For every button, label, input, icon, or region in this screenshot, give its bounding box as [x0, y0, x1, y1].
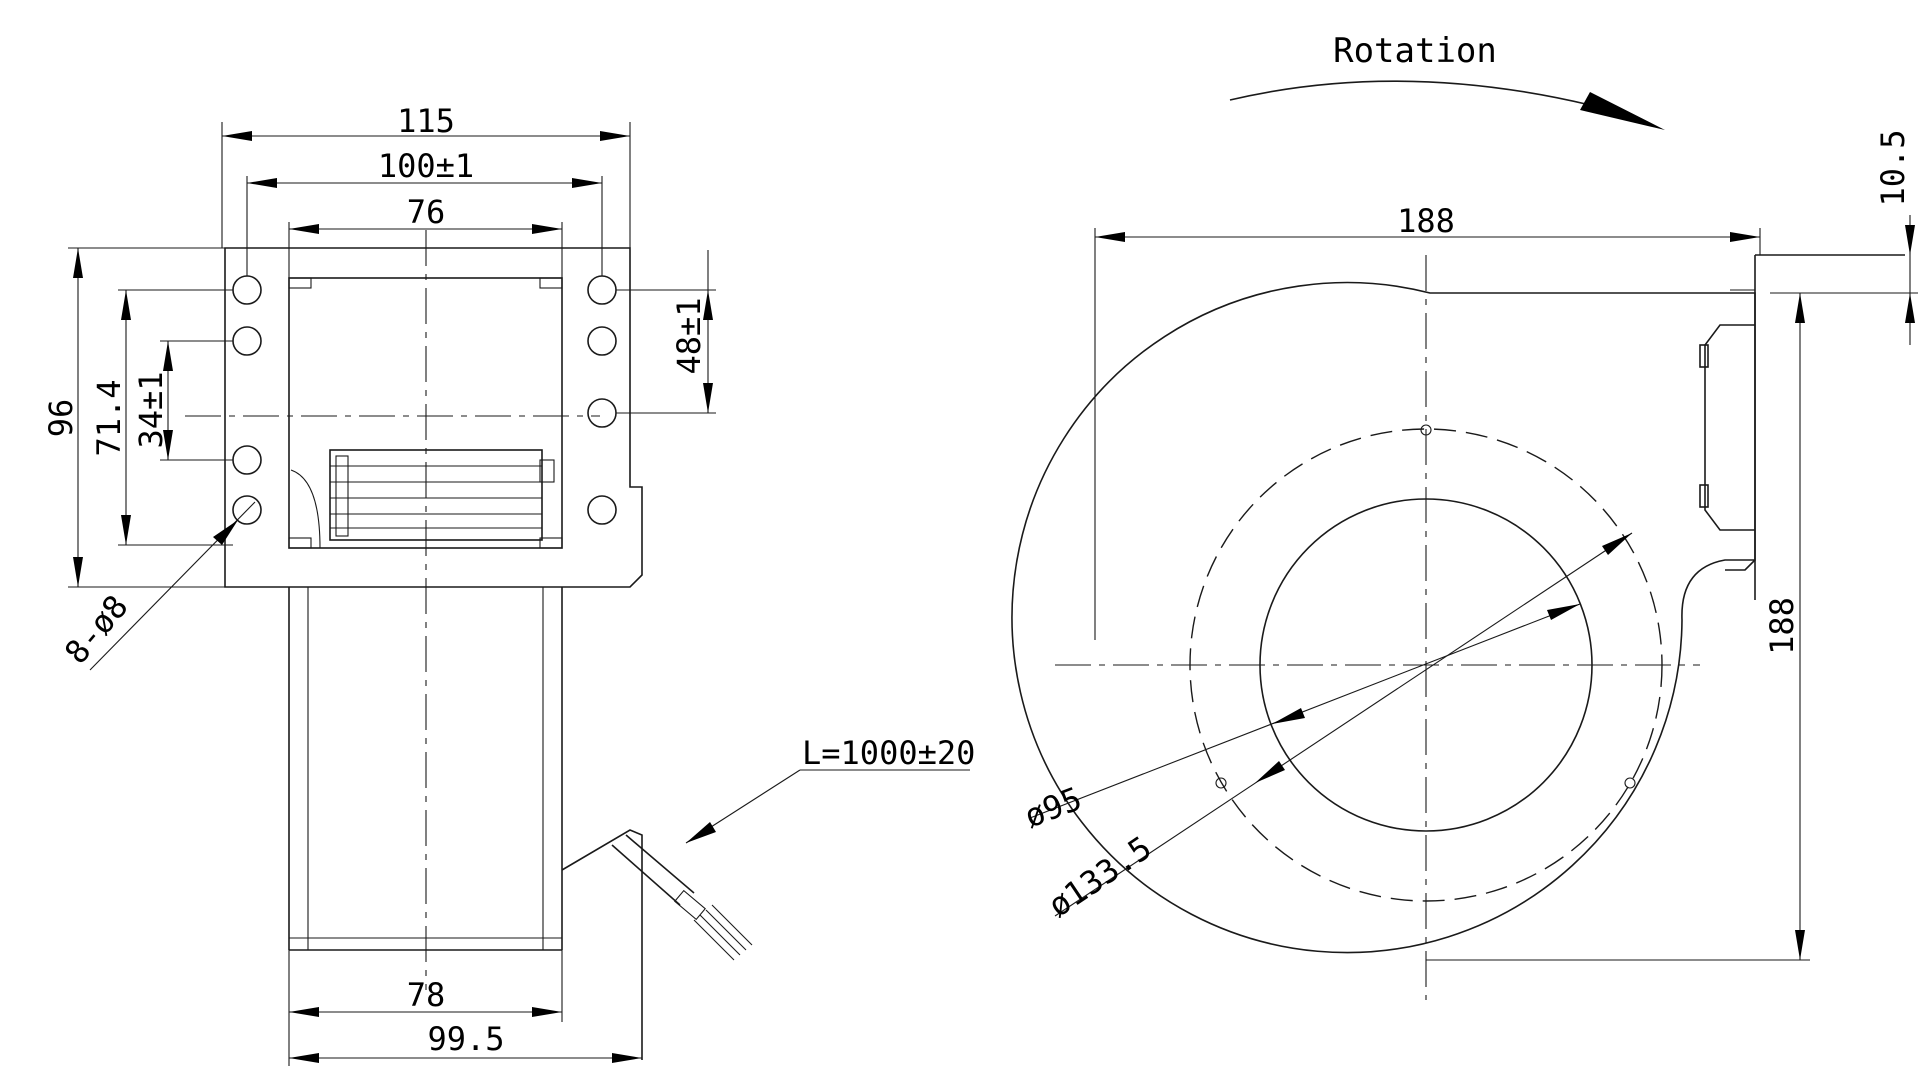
mounting-hole: [587, 495, 617, 525]
impeller-window: [290, 449, 555, 549]
cable-length-label: L=1000±20: [802, 734, 975, 772]
dim-48: 48±1: [616, 250, 716, 414]
rotation-indicator: Rotation: [1229, 31, 1665, 130]
dim-96: 96: [42, 247, 225, 588]
rotation-arrow-icon: [1580, 92, 1665, 130]
outlet-duct: [288, 587, 643, 1060]
dim-76: 76: [288, 193, 563, 278]
dim-dia-133-5: ø133.5: [1041, 532, 1633, 925]
dim-10-5: 10.5: [1770, 129, 1918, 345]
dim-78: 78: [288, 950, 563, 1066]
dim-115: 115: [221, 102, 631, 248]
dim-96-label: 96: [42, 399, 80, 438]
rotation-label: Rotation: [1333, 31, 1497, 71]
dim-100-label: 100±1: [378, 147, 474, 185]
dim-34: 34±1: [132, 340, 233, 461]
dim-34-label: 34±1: [132, 371, 170, 448]
mounting-hole: [587, 275, 617, 305]
mounting-hole: [587, 326, 617, 356]
leader-cable: L=1000±20: [685, 734, 975, 844]
outlet-flange: [1699, 254, 1905, 600]
mounting-hole: [232, 495, 262, 525]
dim-78-label: 78: [407, 976, 446, 1014]
mounting-hole: [232, 445, 262, 475]
dim-188-horizontal: 188: [1094, 202, 1761, 640]
dim-99-5: 99.5: [289, 1020, 642, 1063]
dim-10-5-label: 10.5: [1874, 129, 1912, 206]
mounting-holes: [232, 275, 617, 525]
dim-76-label: 76: [407, 193, 446, 231]
dim-71-4: 71.4: [90, 289, 233, 546]
dim-dia-95: ø95: [1019, 603, 1581, 835]
dim-188-vertical: 188: [1426, 293, 1810, 961]
holes-label: 8-ø8: [57, 588, 136, 671]
dim-188-v-label: 188: [1763, 597, 1801, 655]
dim-188-h-label: 188: [1397, 202, 1455, 240]
side-view: Rotation 18: [1011, 31, 1918, 1000]
mounting-hole: [232, 326, 262, 356]
dim-100: 100±1: [246, 147, 603, 276]
front-view: 115 100±1 76 96: [42, 102, 975, 1066]
flange-plate: [224, 247, 643, 588]
dia-95-label: ø95: [1019, 779, 1087, 835]
dim-48-label: 48±1: [670, 297, 708, 374]
scroll-housing: [1011, 281, 1756, 954]
screw-hole: [1215, 777, 1227, 789]
dim-71-4-label: 71.4: [90, 379, 128, 456]
dim-115-label: 115: [397, 102, 455, 140]
screw-hole: [1624, 777, 1636, 789]
dim-99-5-label: 99.5: [427, 1020, 504, 1058]
cable: [611, 834, 753, 961]
mounting-hole: [587, 398, 617, 428]
mounting-hole: [232, 275, 262, 305]
